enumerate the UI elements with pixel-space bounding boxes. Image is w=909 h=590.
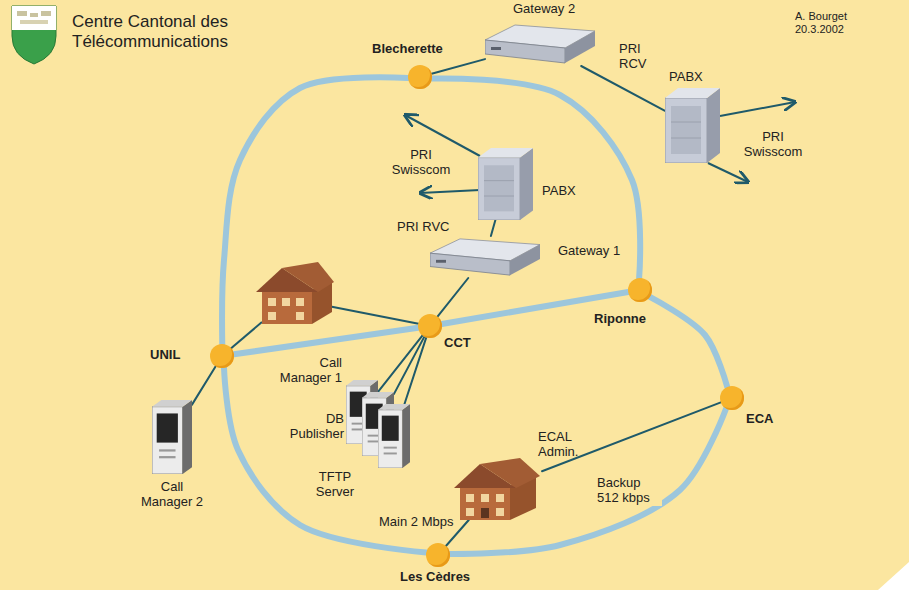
device-link: [192, 366, 216, 404]
device-link: [394, 337, 424, 394]
network-node: ECA: [720, 386, 744, 410]
network-node-shape: [408, 65, 432, 89]
site-name: Blecherette: [372, 42, 443, 57]
device-name: PABX: [542, 184, 576, 199]
network-node: Les Cèdres: [426, 543, 450, 567]
gateway-device-shape: [485, 22, 595, 66]
network-node-shape: [628, 278, 652, 302]
device-link: [404, 337, 426, 404]
link-label: Backup 512 kbps: [596, 476, 662, 506]
pabx-cabinet-shape: [665, 88, 720, 163]
link-label: PRI RVC: [396, 220, 451, 235]
author-note: A. Bourget 20.3.2002: [795, 10, 867, 35]
device-name: DB Publisher: [280, 412, 344, 442]
pabx-cabinet: PABX: [478, 148, 533, 220]
server-tower-shape: [378, 404, 410, 468]
device-name: Gateway 2: [513, 2, 575, 17]
server-tower: TFTP Server: [378, 404, 410, 468]
canton-shield: [12, 6, 56, 64]
page-corner: [878, 562, 909, 590]
site-name: Riponne: [594, 312, 646, 327]
pabx-cabinet: PABX: [665, 88, 720, 163]
network-node-shape: [418, 314, 442, 338]
line-label: PRI Swisscom: [388, 148, 454, 178]
site-name: ECA: [746, 412, 773, 427]
gateway-device-shape: [430, 236, 540, 278]
network-node-shape: [210, 344, 234, 368]
network-node-shape: [426, 543, 450, 567]
network-node: CCT: [418, 314, 442, 338]
diagram-title: Centre Cantonal des Télécommunications: [72, 12, 262, 53]
device-link: [437, 278, 468, 317]
site-name: Les Cèdres: [400, 570, 470, 585]
link-label: Main 2 Mbps: [378, 515, 454, 530]
device-name: TFTP Server: [305, 470, 365, 500]
ring-link: [650, 297, 727, 387]
device-name: Gateway 1: [558, 244, 620, 259]
ring-link: [234, 328, 418, 355]
building-shape: [450, 458, 542, 520]
network-node-shape: [720, 386, 744, 410]
swisscom-arrows: [405, 102, 795, 193]
building-illustration: [222, 262, 430, 356]
pabx-cabinet-shape: [478, 148, 533, 220]
device-name: Call Manager 2: [138, 480, 206, 510]
ring-link: [450, 408, 726, 554]
building: ECAL Admin.: [450, 458, 542, 520]
ring-link: [222, 77, 408, 344]
gateway-device: Gateway 2: [485, 22, 595, 66]
network-node: Blecherette: [408, 65, 432, 89]
site-name: CCT: [444, 336, 471, 351]
site-name: UNIL: [150, 348, 180, 363]
network-node: Riponne: [628, 278, 652, 302]
device-name: ECAL Admin.: [538, 430, 596, 460]
device-name: PABX: [669, 70, 703, 85]
device-link: [491, 220, 495, 236]
server-tower: Call Manager 2: [152, 400, 192, 474]
device-link: [432, 59, 485, 74]
device-link: [581, 66, 665, 111]
device-name: Call Manager 1: [268, 356, 342, 386]
server-tower-shape: [152, 400, 192, 474]
line-label: PRI Swisscom: [740, 130, 806, 160]
network-node: UNIL: [210, 344, 234, 368]
link-label: PRI RCV: [618, 42, 656, 72]
gateway-device: Gateway 1: [430, 236, 540, 278]
